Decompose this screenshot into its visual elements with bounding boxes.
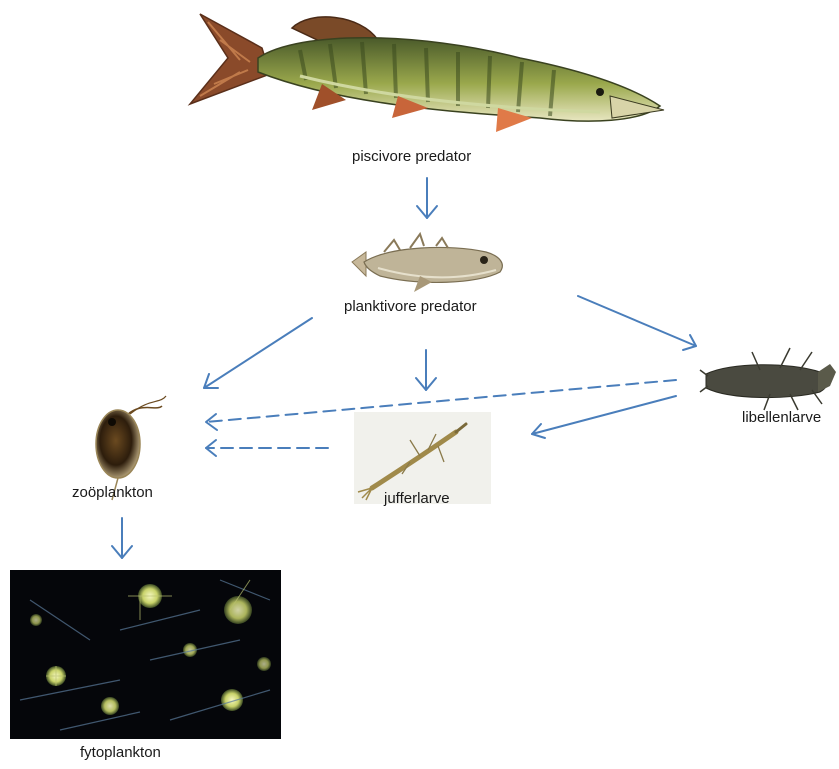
label-zooplankton: zoöplankton [72,484,153,501]
dragonfly-image [700,348,836,410]
arrow-stickleback-to-dragonfly [578,296,696,350]
arrow-pike-to-stickleback [417,178,437,218]
arrow-stickleback-to-zooplankton [204,318,312,388]
label-dragonfly-larva: libellenlarve [742,409,821,426]
label-piscivore-predator: piscivore predator [352,148,471,165]
arrow-zooplankton-to-phytoplankton [112,518,132,558]
pike-image [190,14,664,132]
arrow-damselfly-to-zooplankton [206,440,328,456]
arrow-stickleback-to-damselfly [416,350,436,390]
phytoplankton-image [10,570,281,739]
arrow-dragonfly-to-damselfly [532,396,676,438]
label-planktivore-predator: planktivore predator [344,298,477,315]
stickleback-image [352,234,502,292]
label-phytoplankton: fytoplankton [80,744,161,761]
label-damselfly-larva: jufferlarve [384,490,450,507]
